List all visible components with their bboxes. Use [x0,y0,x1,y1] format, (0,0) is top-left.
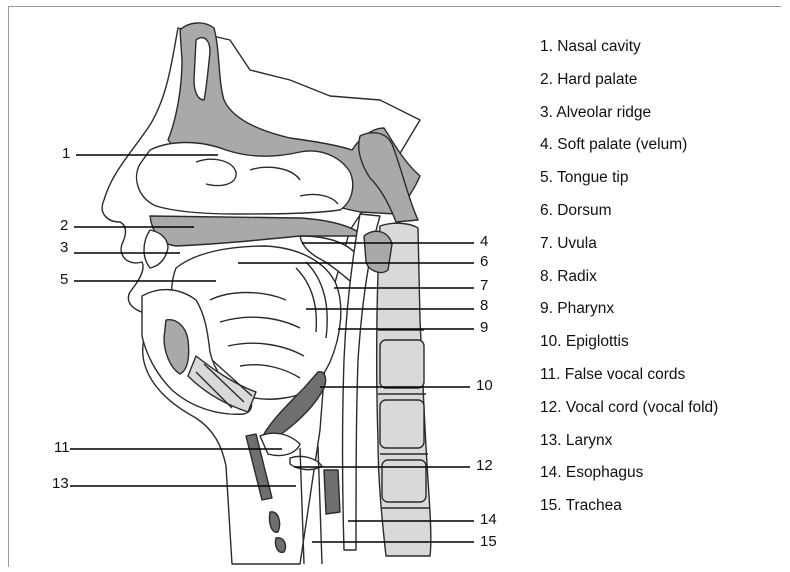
legend-item-dorsum: 6. Dorsum [540,200,718,233]
callout-8: 8 [480,298,488,314]
callout-15: 15 [480,534,497,550]
callout-2: 2 [60,218,68,234]
legend-item-radix: 8. Radix [540,266,718,299]
legend-item-esophagus: 14. Esophagus [540,462,718,495]
legend-item-larynx: 13. Larynx [540,430,718,463]
callout-6: 6 [480,254,488,270]
spine [377,223,431,556]
legend-item-soft-palate: 4. Soft palate (velum) [540,134,718,167]
callout-5: 5 [60,272,68,288]
callout-9: 9 [480,320,488,336]
legend: 1. Nasal cavity 2. Hard palate 3. Alveol… [540,36,718,528]
callout-7: 7 [480,278,488,294]
legend-item-tongue-tip: 5. Tongue tip [540,167,718,200]
legend-item-false-vocal-cords: 11. False vocal cords [540,364,718,397]
callout-11: 11 [54,440,70,456]
legend-item-vocal-cord: 12. Vocal cord (vocal fold) [540,397,718,430]
callout-3: 3 [60,240,68,256]
legend-item-alveolar-ridge: 3. Alveolar ridge [540,102,718,135]
callout-12: 12 [476,458,493,474]
legend-item-uvula: 7. Uvula [540,233,718,266]
callout-13: 13 [52,476,69,492]
legend-item-pharynx: 9. Pharynx [540,298,718,331]
vocal-cord [324,470,340,514]
legend-item-epiglottis: 10. Epiglottis [540,331,718,364]
callout-14: 14 [480,512,497,528]
callout-1: 1 [62,146,70,162]
legend-item-trachea: 15. Trachea [540,495,718,528]
callout-10: 10 [476,378,493,394]
callout-4: 4 [480,234,488,250]
legend-item-nasal-cavity: 1. Nasal cavity [540,36,718,69]
legend-item-hard-palate: 2. Hard palate [540,69,718,102]
